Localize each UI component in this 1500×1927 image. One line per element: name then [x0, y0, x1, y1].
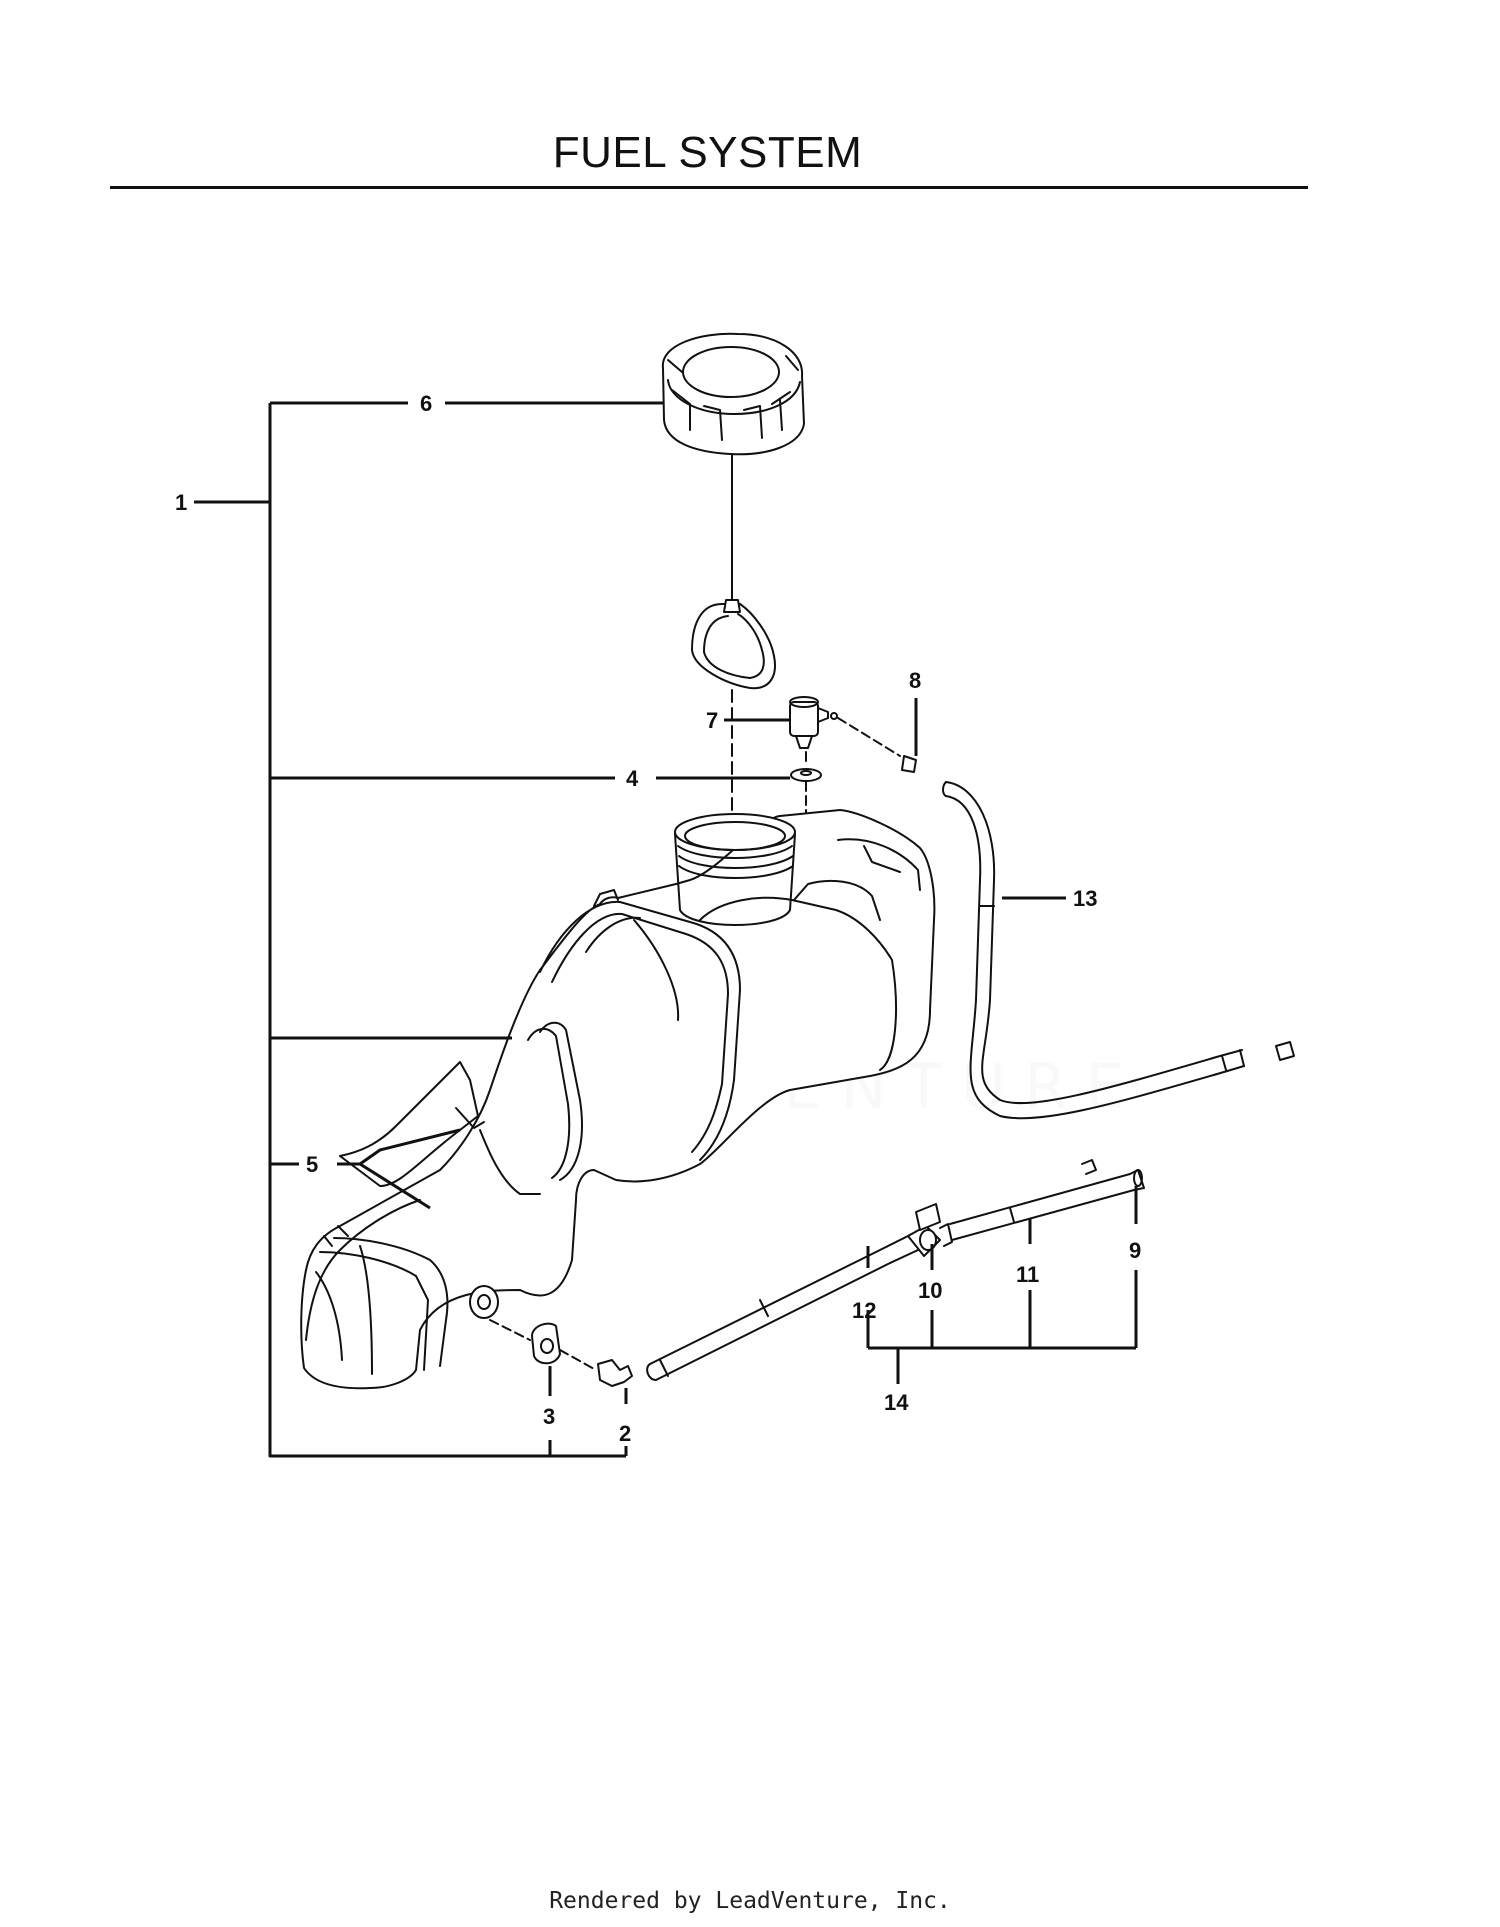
vent-assembly-line [837, 717, 901, 757]
callout-14: 14 [884, 1390, 909, 1415]
vent-grommet [790, 768, 822, 782]
vent-hose-end-clamp [1275, 1041, 1295, 1061]
fitting-assembly-line [559, 1349, 597, 1371]
callout-11: 11 [1016, 1262, 1039, 1287]
callout-12: 12 [852, 1298, 876, 1323]
fuel-filter [1081, 1159, 1145, 1191]
fuel-shutoff-valve [907, 1203, 953, 1257]
callout-2: 2 [619, 1421, 631, 1446]
fuel-hose-lower [646, 1233, 919, 1381]
callout-4: 4 [626, 766, 639, 791]
outlet-assembly-line [489, 1319, 531, 1341]
callout-9: 9 [1129, 1238, 1141, 1263]
fuel-hose-upper [949, 1173, 1135, 1241]
callout-labels: 1 6 4 7 8 13 5 3 2 12 10 11 9 14 [175, 391, 1141, 1446]
callout-1: 1 [175, 490, 187, 515]
callout-3: 3 [543, 1404, 555, 1429]
callout-7: 7 [706, 708, 718, 733]
footer-credit: Rendered by LeadVenture, Inc. [549, 1888, 951, 1914]
callout-13: 13 [1073, 886, 1097, 911]
callout-8: 8 [909, 668, 921, 693]
page-title: FUEL SYSTEM [552, 128, 863, 177]
callout-6: 6 [420, 391, 432, 416]
fuel-cap [661, 332, 805, 456]
elbow-fitting [597, 1359, 633, 1387]
title-divider [110, 186, 1308, 189]
vent-hose-clamp [901, 755, 917, 773]
vent-valve [789, 696, 838, 749]
callout-leaders [194, 401, 1138, 1458]
callout-10: 10 [918, 1278, 942, 1303]
cap-retainer-ring [691, 599, 776, 690]
callout-5: 5 [306, 1152, 318, 1177]
outlet-grommet [531, 1322, 561, 1365]
vent-hose [942, 781, 1245, 1120]
